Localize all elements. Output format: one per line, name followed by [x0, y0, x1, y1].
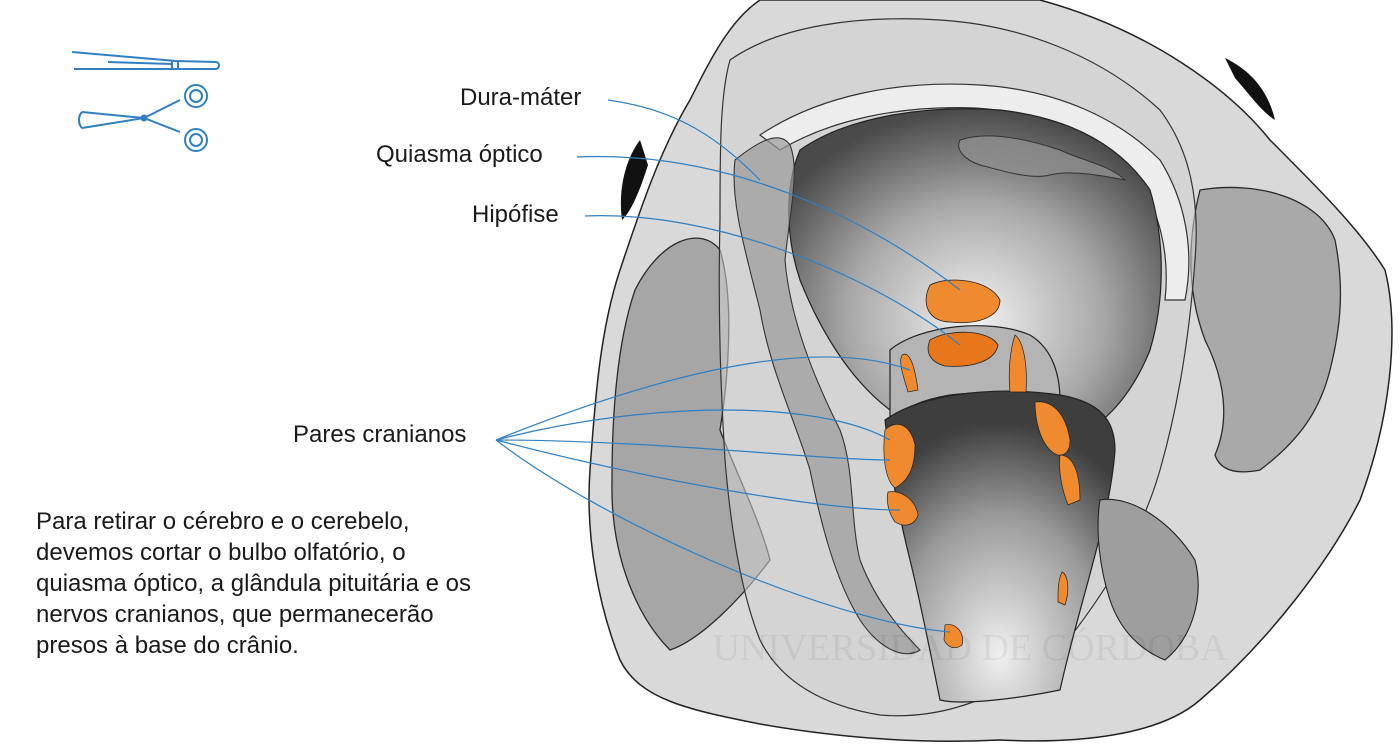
cranial-nerve-5	[1059, 454, 1081, 506]
cranial-nerve-8	[943, 624, 963, 649]
caption-line: nervos cranianos, que permanecerão	[36, 601, 434, 628]
brainstem-base	[884, 390, 1116, 703]
leader-nerve-e	[495, 439, 951, 633]
cranial-cavity	[788, 108, 1162, 449]
caption-line: Para retirar o cérebro e o cerebelo,	[36, 508, 410, 535]
orbit-left	[620, 140, 648, 220]
leader-nerve-a	[495, 356, 911, 441]
orbit-right	[1225, 58, 1275, 120]
cranial-nerve-7	[1057, 571, 1069, 606]
petrous-bone-right	[1097, 498, 1199, 661]
cranial-nerve-6	[886, 491, 919, 526]
watermark: UNIVERSIDAD DE CÓRDOBA	[712, 627, 1228, 669]
label-dura-mater: Dura-máter	[460, 84, 582, 111]
pituitary-structure	[927, 331, 999, 367]
leader-lines	[495, 99, 961, 633]
label-cranial-nerves: Pares cranianos	[293, 421, 467, 448]
leader-nerve-c	[495, 439, 891, 461]
cranial-nerve-3	[883, 423, 916, 489]
caption-line: presos à base do crânio.	[36, 632, 299, 659]
cranial-nerve-2	[1008, 334, 1027, 393]
caption-line: devemos cortar o bulbo olfatório, o	[36, 539, 406, 566]
dura-mater-reflected	[733, 137, 921, 655]
label-optic-chiasm: Quiasma óptico	[376, 141, 543, 168]
forceps-icon	[71, 51, 220, 70]
leader-nerve-b	[495, 409, 891, 441]
dura-mater-fold	[958, 135, 1127, 181]
skull-cut-rim	[758, 83, 1190, 301]
cranial-nerve-4	[1034, 401, 1071, 456]
dissection-tools	[71, 51, 220, 152]
scissors-icon	[78, 84, 208, 152]
leader-nerve-d	[495, 439, 901, 511]
temporal-plate-right	[1190, 186, 1342, 473]
optic-chiasm-structure	[925, 279, 1001, 324]
leader-pituitary	[584, 215, 961, 346]
caption-line: quiasma óptico, a glândula pituitária e …	[36, 570, 471, 597]
procedure-caption: Para retirar o cérebro e o cerebelo, dev…	[36, 506, 556, 661]
label-pituitary: Hipófise	[472, 201, 559, 228]
leader-dura-mater	[607, 99, 761, 181]
leader-optic-chiasm	[576, 155, 961, 291]
orange-structures	[883, 279, 1081, 649]
cranial-nerve-1	[900, 353, 919, 393]
